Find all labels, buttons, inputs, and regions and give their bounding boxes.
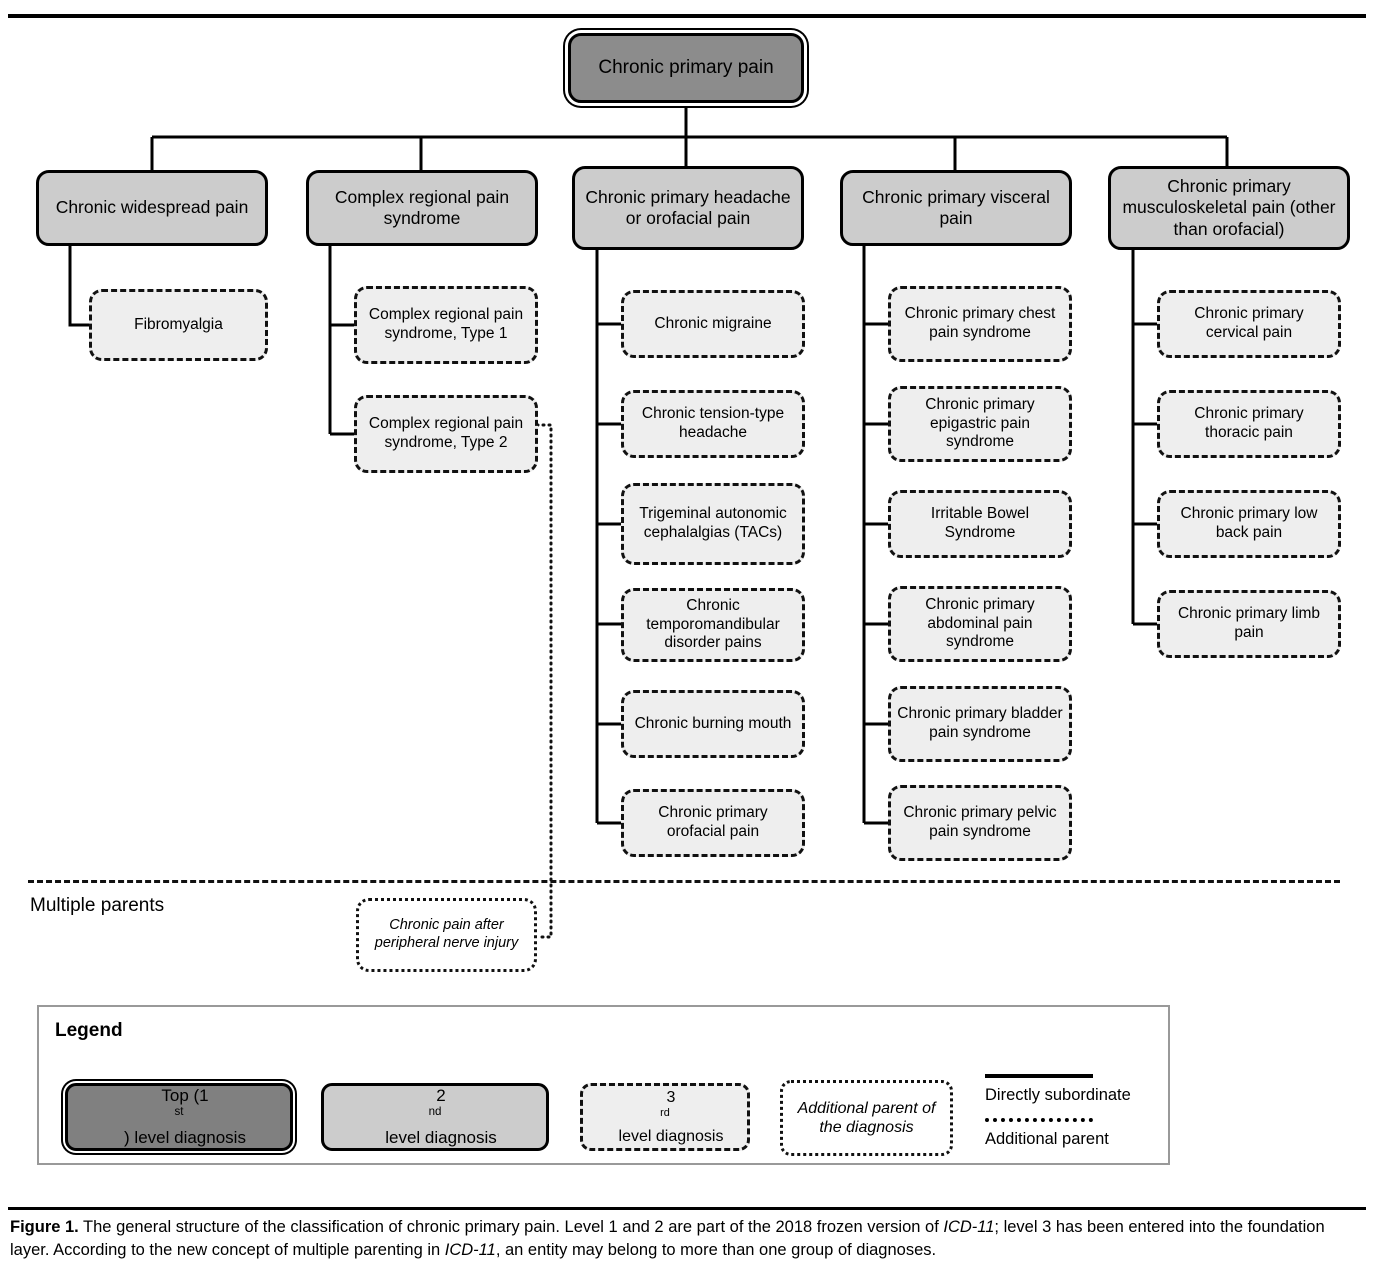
legend-line-solid-label: Directly subordinate bbox=[985, 1086, 1131, 1104]
node-chronic-primary-headache-or-orofacial-pain[interactable]: Chronic primary headache or orofacial pa… bbox=[572, 166, 804, 250]
node-label: Chronic primary low back pain bbox=[1180, 505, 1318, 541]
node-label: Chronic temporomandibular disorder pains bbox=[646, 596, 780, 652]
legend-line-dotted-label: Additional parent bbox=[985, 1130, 1109, 1148]
caption-em-2: ICD-11 bbox=[444, 1241, 496, 1260]
bottom-rule bbox=[8, 1207, 1366, 1210]
node-chronic-primary-abdominal-pain-syndrome[interactable]: Chronic primary abdominal pain syndrome bbox=[888, 586, 1072, 662]
node-chronic-primary-epigastric-pain-syndrome[interactable]: Chronic primary epigastric pain syndrome bbox=[888, 386, 1072, 462]
caption-part-2: ; level 3 has been entered into the foun… bbox=[10, 1218, 1325, 1260]
node-chronic-primary-cervical-pain[interactable]: Chronic primary cervical pain bbox=[1157, 290, 1341, 358]
multiple-parents-label: Multiple parents bbox=[30, 895, 165, 916]
legend-top-sup: st bbox=[174, 1106, 184, 1119]
node-chronic-primary-low-back-pain[interactable]: Chronic primary low back pain bbox=[1157, 490, 1341, 558]
node-chronic-pain-after-peripheral-nerve-injury[interactable]: Chronic pain after peripheral nerve inju… bbox=[356, 898, 537, 972]
node-chronic-primary-pain[interactable]: Chronic primary pain bbox=[568, 33, 804, 103]
caption-prefix: Figure 1. bbox=[10, 1218, 79, 1236]
node-label: Chronic primary pain bbox=[598, 57, 774, 79]
node-label: Complex regional pain syndrome, Type 2 bbox=[368, 415, 524, 451]
node-chronic-primary-bladder-pain-syndrome[interactable]: Chronic primary bladder pain syndrome bbox=[888, 686, 1072, 762]
node-label: Complex regional pain syndrome, Type 1 bbox=[368, 306, 524, 342]
node-trigeminal-autonomic-cephalalgias[interactable]: Trigeminal autonomic cephalalgias (TACs) bbox=[621, 483, 805, 565]
node-chronic-primary-pelvic-pain-syndrome[interactable]: Chronic primary pelvic pain syndrome bbox=[888, 785, 1072, 861]
legend-third-text-after: level diagnosis bbox=[618, 1128, 724, 1146]
top-rule bbox=[8, 14, 1366, 18]
node-label: Chronic widespread pain bbox=[55, 197, 249, 218]
node-label: Chronic pain after peripheral nerve inju… bbox=[374, 917, 519, 951]
node-label: Chronic primary headache or orofacial pa… bbox=[585, 186, 791, 228]
node-crps-type-2[interactable]: Complex regional pain syndrome, Type 2 bbox=[354, 395, 538, 473]
node-fibromyalgia[interactable]: Fibromyalgia bbox=[89, 289, 268, 361]
node-chronic-primary-visceral-pain[interactable]: Chronic primary visceral pain bbox=[840, 170, 1072, 246]
node-label: Chronic tension-type headache bbox=[641, 405, 785, 441]
node-chronic-primary-chest-pain-syndrome[interactable]: Chronic primary chest pain syndrome bbox=[888, 286, 1072, 362]
node-label: Chronic migraine bbox=[654, 314, 772, 332]
node-label: Chronic primary visceral pain bbox=[862, 186, 1050, 228]
node-irritable-bowel-syndrome[interactable]: Irritable Bowel Syndrome bbox=[888, 490, 1072, 558]
node-label: Chronic primary abdominal pain syndrome bbox=[925, 595, 1035, 651]
node-label: Chronic burning mouth bbox=[634, 714, 792, 732]
legend-line-solid-sample bbox=[985, 1074, 1093, 1078]
node-label: Chronic primary chest pain syndrome bbox=[904, 305, 1056, 341]
node-chronic-widespread-pain[interactable]: Chronic widespread pain bbox=[36, 170, 268, 246]
node-complex-regional-pain-syndrome[interactable]: Complex regional pain syndrome bbox=[306, 170, 538, 246]
multiple-parents-divider bbox=[28, 880, 1340, 883]
node-chronic-temporomandibular-disorder-pains[interactable]: Chronic temporomandibular disorder pains bbox=[621, 588, 805, 662]
node-label: Chronic primary epigastric pain syndrome bbox=[925, 395, 1035, 451]
node-chronic-tension-type-headache[interactable]: Chronic tension-type headache bbox=[621, 390, 805, 458]
caption-part-3: , an entity may belong to more than one … bbox=[495, 1241, 937, 1260]
node-chronic-primary-musculoskeletal-pain[interactable]: Chronic primary musculoskeletal pain (ot… bbox=[1108, 166, 1350, 250]
legend-third-sup: rd bbox=[660, 1106, 670, 1119]
node-label: Chronic primary pelvic pain syndrome bbox=[903, 804, 1057, 840]
node-chronic-primary-orofacial-pain[interactable]: Chronic primary orofacial pain bbox=[621, 789, 805, 857]
node-label: Chronic primary orofacial pain bbox=[658, 804, 768, 840]
node-label: Chronic primary bladder pain syndrome bbox=[897, 705, 1063, 741]
node-label: Complex regional pain syndrome bbox=[334, 186, 510, 228]
figure-caption: Figure 1. The general structure of the c… bbox=[10, 1216, 1366, 1263]
node-crps-type-1[interactable]: Complex regional pain syndrome, Type 1 bbox=[354, 286, 538, 364]
node-chronic-migraine[interactable]: Chronic migraine bbox=[621, 290, 805, 358]
node-label: Chronic primary musculoskeletal pain (ot… bbox=[1122, 175, 1336, 239]
legend-second-text-after: level diagnosis bbox=[385, 1127, 497, 1147]
node-label: Trigeminal autonomic cephalalgias (TACs) bbox=[639, 505, 787, 541]
node-label: Fibromyalgia bbox=[134, 315, 223, 333]
legend-second-sup: nd bbox=[428, 1106, 442, 1119]
node-label: Chronic primary cervical pain bbox=[1194, 305, 1304, 341]
node-chronic-burning-mouth[interactable]: Chronic burning mouth bbox=[621, 690, 805, 758]
legend-title: Legend bbox=[55, 1020, 123, 1041]
legend-top-text-after: ) level diagnosis bbox=[124, 1127, 246, 1147]
node-label: Chronic primary thoracic pain bbox=[1194, 405, 1304, 441]
node-chronic-primary-thoracic-pain[interactable]: Chronic primary thoracic pain bbox=[1157, 390, 1341, 458]
legend-line-dotted-sample bbox=[985, 1118, 1093, 1122]
caption-em-1: ICD-11 bbox=[943, 1218, 995, 1236]
legend-third-text-before: 3 bbox=[666, 1088, 676, 1106]
legend-second-text-before: 2 bbox=[436, 1086, 446, 1106]
node-label: Chronic primary limb pain bbox=[1177, 605, 1321, 641]
caption-part-1: The general structure of the classificat… bbox=[78, 1218, 944, 1236]
legend-top-text-before: Top (1 bbox=[161, 1086, 209, 1106]
legend-swatch-additional-parent: Additional parent of the diagnosis bbox=[780, 1080, 953, 1156]
node-chronic-primary-limb-pain[interactable]: Chronic primary limb pain bbox=[1157, 590, 1341, 658]
legend-label-additional-parent: Additional parent of the diagnosis bbox=[797, 1099, 936, 1136]
node-label: Irritable Bowel Syndrome bbox=[930, 505, 1030, 541]
